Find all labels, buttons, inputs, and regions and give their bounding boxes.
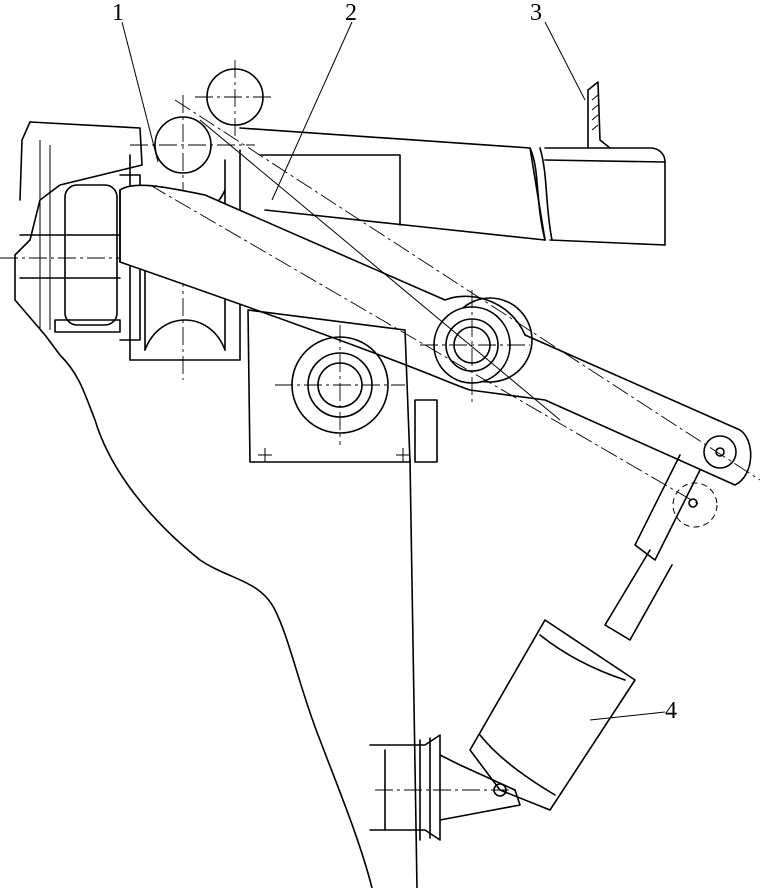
label-3: 3: [530, 0, 542, 26]
roller-1-assembly: [129, 60, 275, 380]
left-hub: [0, 174, 141, 341]
label-4: 4: [665, 698, 677, 724]
label-2: 2: [345, 0, 357, 26]
top-beam: [239, 81, 666, 246]
arm-pivot: [420, 290, 533, 405]
pivot-block: [247, 309, 438, 463]
cylinder-4: [369, 435, 737, 841]
center-lines: [149, 99, 761, 506]
frame-body: [14, 121, 418, 888]
label-1: 1: [112, 0, 124, 26]
leader-lines: [121, 21, 666, 721]
